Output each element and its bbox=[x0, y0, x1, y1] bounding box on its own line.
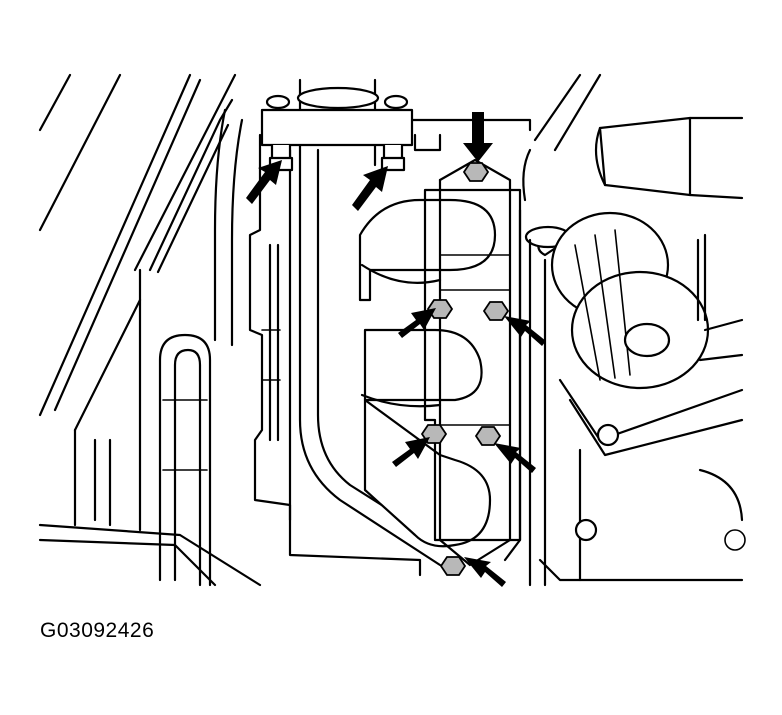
fastener-nut bbox=[482, 301, 510, 321]
fastener-arrows bbox=[246, 112, 546, 587]
oil-filter-area bbox=[524, 116, 746, 587]
arrow-icon bbox=[398, 308, 436, 338]
manifold-fasteners bbox=[420, 162, 510, 576]
arrow-icon bbox=[392, 437, 430, 467]
fastener-nut bbox=[474, 426, 502, 446]
pipe-flange bbox=[260, 86, 414, 172]
arrow-icon bbox=[246, 160, 282, 204]
arrow-icon bbox=[504, 316, 546, 346]
arrow-icon bbox=[352, 166, 388, 211]
left-body-panel bbox=[38, 73, 262, 587]
figure-id-label: G03092426 bbox=[40, 619, 155, 642]
exhaust-manifold bbox=[358, 158, 522, 567]
arrow-icon bbox=[494, 443, 536, 473]
fastener-nut bbox=[462, 162, 490, 182]
fastener-nut bbox=[426, 299, 454, 319]
fastener-nut bbox=[439, 556, 467, 576]
arrow-icon bbox=[464, 557, 506, 587]
left-hose bbox=[93, 108, 244, 587]
arrow-icon bbox=[463, 112, 493, 162]
